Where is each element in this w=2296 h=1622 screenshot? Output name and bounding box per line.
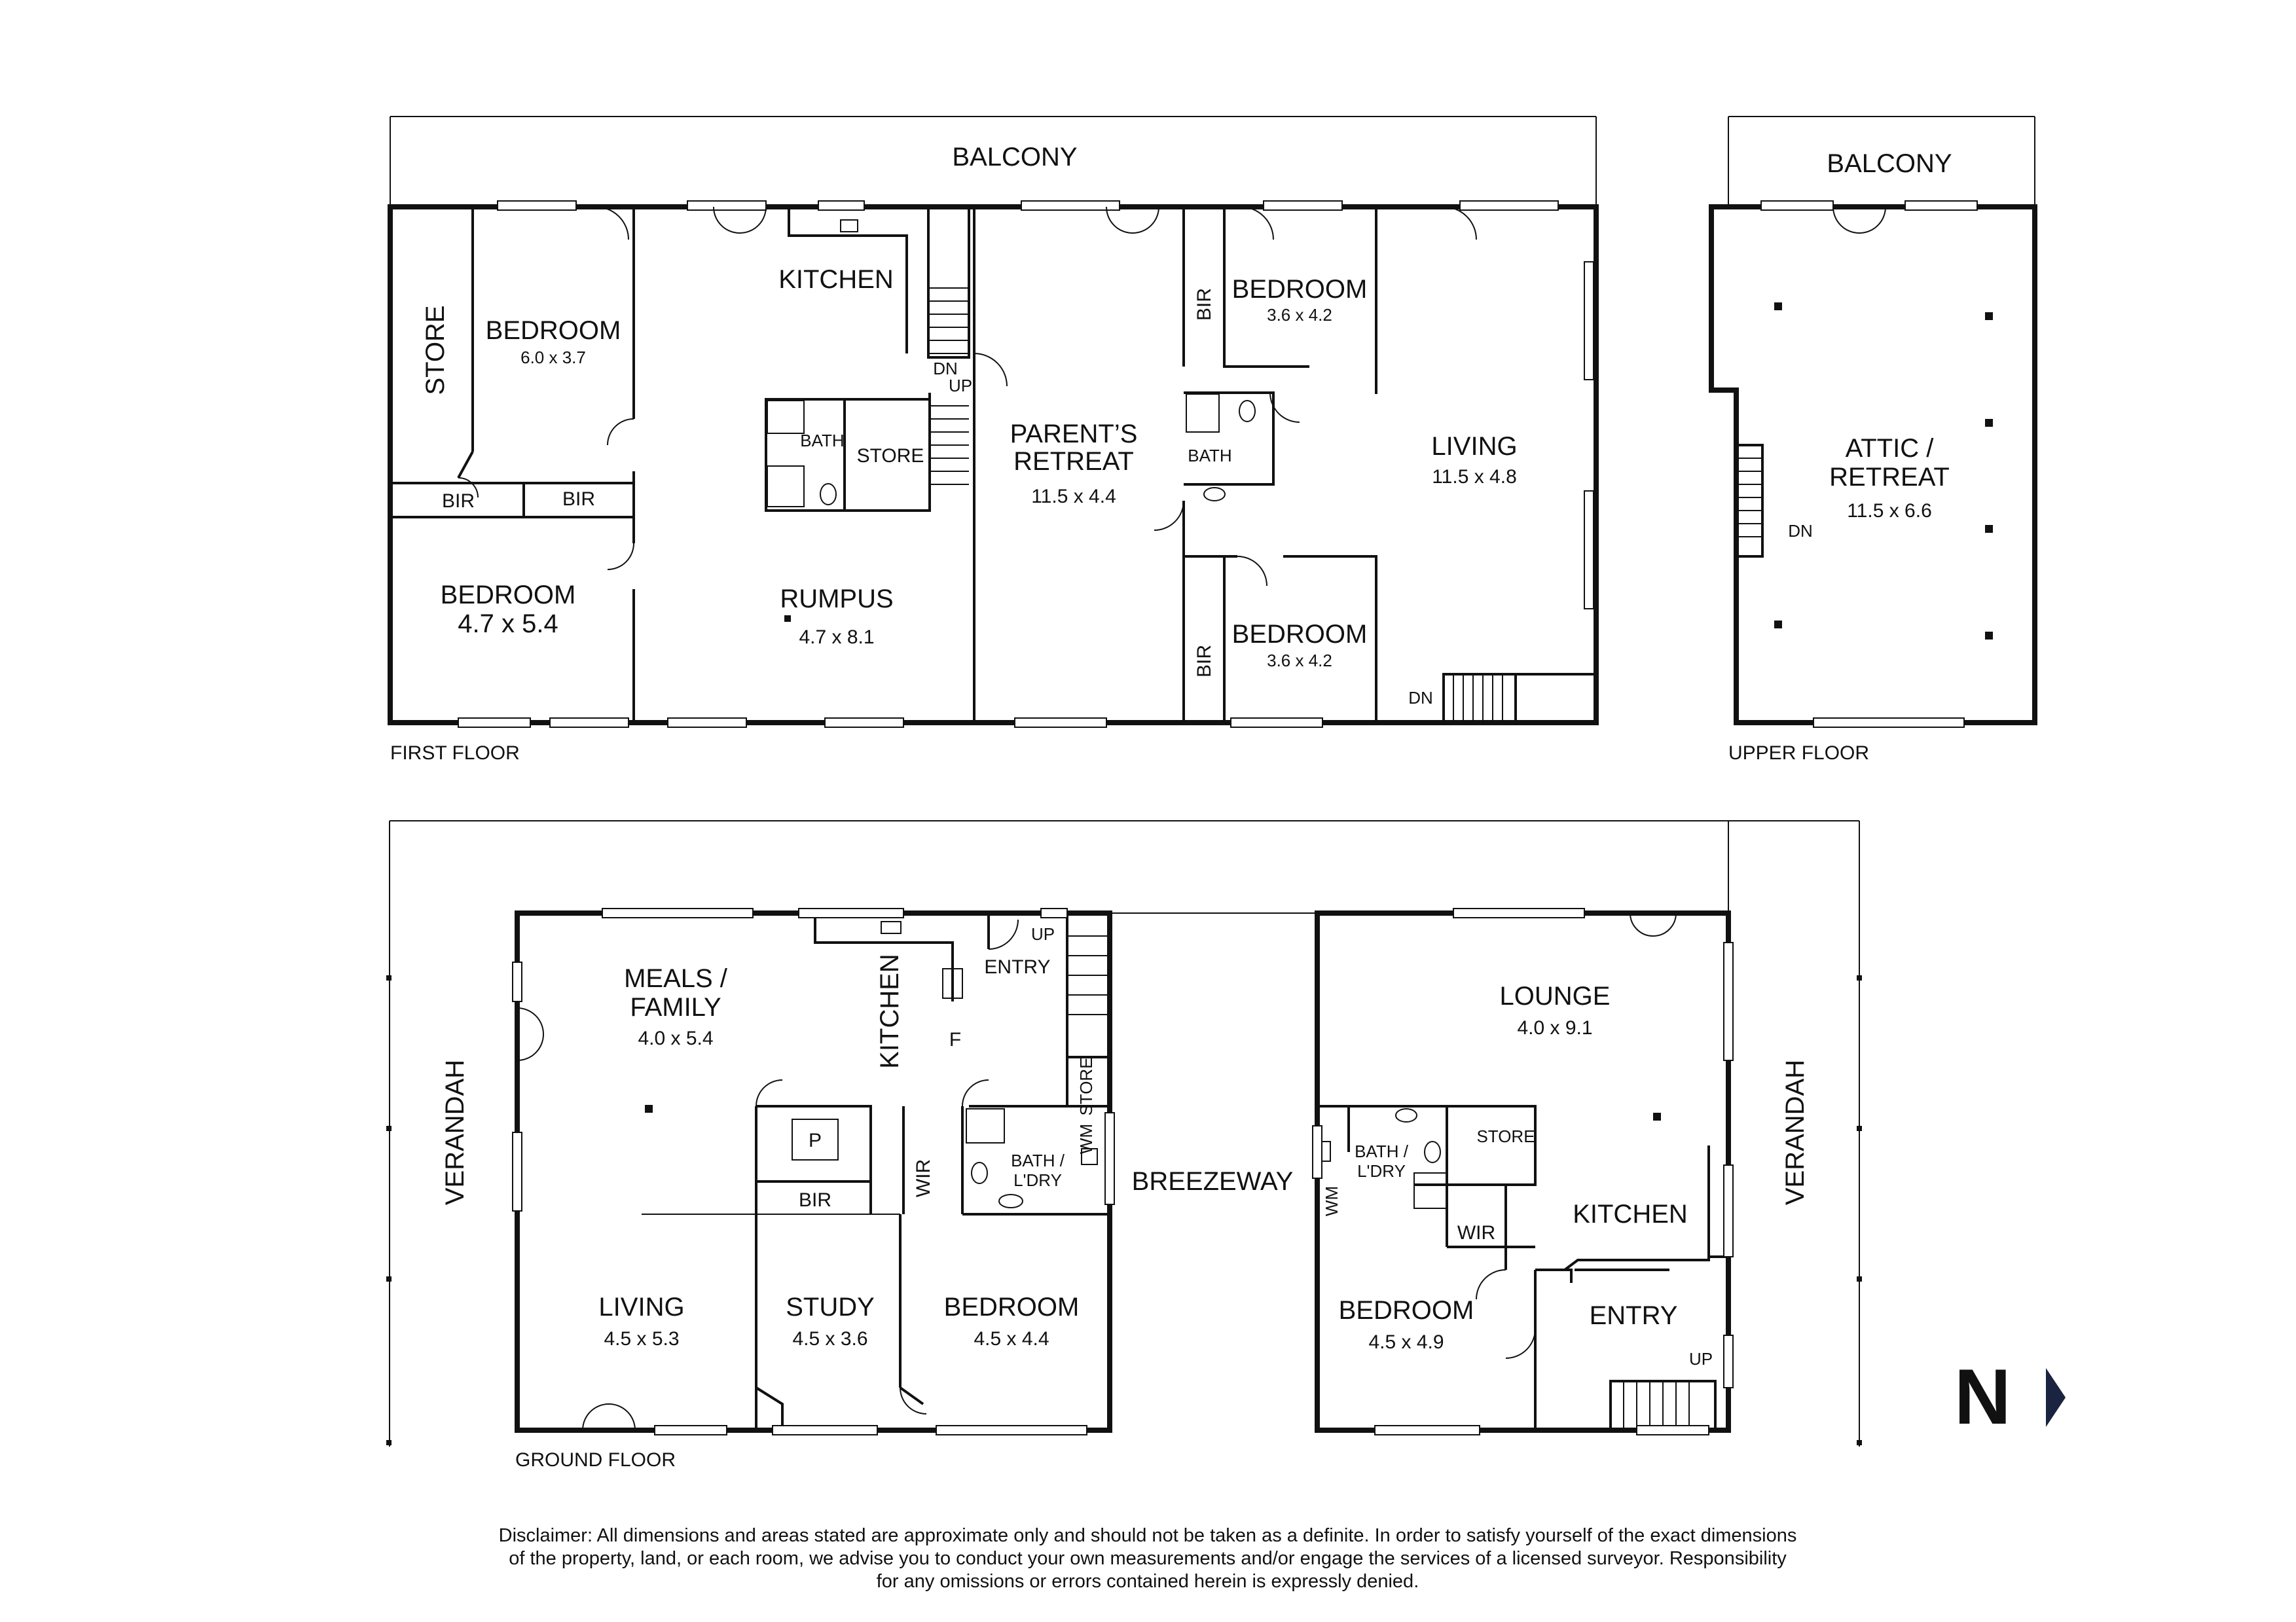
parents-retreat-name-line2: RETREAT <box>1013 447 1134 476</box>
meals-family-name-line2: FAMILY <box>630 993 721 1022</box>
bedroom-a-size: 6.0 x 3.7 <box>520 348 586 367</box>
east-bath-ldry-line1: BATH / <box>1355 1142 1409 1161</box>
upper-floor-plan <box>1709 116 2037 728</box>
first-floor-plan <box>388 116 1599 728</box>
breezeway-label: BREEZEWAY <box>1132 1167 1294 1196</box>
fridge-label: F <box>949 1029 961 1051</box>
attic-size: 11.5 x 6.6 <box>1847 500 1932 522</box>
bedroom-a-name: BEDROOM <box>486 316 621 345</box>
stair-dn-label: DN <box>933 359 958 378</box>
first-floor-label: FIRST FLOOR <box>390 742 520 764</box>
first-floor-store-label: STORE <box>857 445 924 467</box>
ground-stair-up-label: UP <box>1031 924 1055 944</box>
stair-up-label: UP <box>949 376 972 395</box>
east-bedroom-name: BEDROOM <box>1339 1296 1474 1325</box>
lounge-size: 4.0 x 9.1 <box>1517 1017 1592 1039</box>
east-wir-label: WIR <box>1457 1222 1495 1244</box>
meals-family-name-line1: MEALS / <box>624 964 728 993</box>
east-stair-up-label: UP <box>1689 1349 1713 1369</box>
disclaimer-line-3: for any omissions or errors contained he… <box>877 1571 1419 1592</box>
bedroom-b-name: BEDROOM <box>441 581 576 609</box>
stair-dn-b-label: DN <box>1408 688 1433 708</box>
ground-living-size: 4.5 x 5.3 <box>604 1328 679 1350</box>
east-store-label: STORE <box>1476 1126 1535 1146</box>
bedroom-c-size: 3.6 x 4.2 <box>1267 305 1332 325</box>
ground-entry-label: ENTRY <box>984 956 1050 978</box>
ground-kitchen-label: KITCHEN <box>875 954 904 1069</box>
rumpus-name: RUMPUS <box>780 585 893 613</box>
store-label: STORE <box>421 305 450 395</box>
study-name: STUDY <box>786 1293 875 1322</box>
bir-c-label: BIR <box>1194 288 1215 321</box>
ground-bath-ldry-line1: BATH / <box>1011 1151 1065 1170</box>
east-kitchen-label: KITCHEN <box>1573 1200 1688 1229</box>
upper-floor-label: UPPER FLOOR <box>1728 742 1869 764</box>
verandah-left-label: VERANDAH <box>441 1060 469 1205</box>
bedroom-d-name: BEDROOM <box>1232 620 1368 649</box>
ground-floor-plan <box>386 820 1862 1447</box>
first-floor-bath-b-label: BATH <box>1188 446 1231 465</box>
ground-bedroom-name: BEDROOM <box>944 1293 1080 1322</box>
disclaimer-line-1: Disclaimer: All dimensions and areas sta… <box>499 1525 1797 1546</box>
first-floor-balcony-label: BALCONY <box>952 143 1077 171</box>
first-floor-living-name: LIVING <box>1431 432 1517 461</box>
east-entry-label: ENTRY <box>1590 1301 1678 1330</box>
first-floor-living-size: 11.5 x 4.8 <box>1432 466 1517 488</box>
ground-living-name: LIVING <box>598 1293 684 1322</box>
bir-b-label: BIR <box>562 488 595 510</box>
ground-bath-ldry-line2: L'DRY <box>1013 1170 1062 1190</box>
north-arrow-icon <box>2046 1368 2066 1427</box>
parents-retreat-size: 11.5 x 4.4 <box>1031 486 1116 507</box>
ground-wm-label: WM <box>1076 1124 1096 1154</box>
east-bath-ldry-line2: L'DRY <box>1357 1161 1406 1181</box>
upper-stair-dn-label: DN <box>1788 521 1813 541</box>
study-size: 4.5 x 3.6 <box>792 1328 867 1350</box>
ground-bedroom-size: 4.5 x 4.4 <box>974 1328 1049 1350</box>
attic-name-line2: RETREAT <box>1829 463 1950 492</box>
bedroom-d-size: 3.6 x 4.2 <box>1267 651 1332 670</box>
north-label: N <box>1954 1353 2011 1441</box>
first-floor-bath-label: BATH <box>800 431 844 450</box>
ground-wir-label: WIR <box>913 1159 934 1197</box>
meals-family-size: 4.0 x 5.4 <box>638 1028 713 1049</box>
pantry-label: P <box>809 1130 822 1151</box>
east-bedroom-size: 4.5 x 4.9 <box>1368 1331 1444 1353</box>
bir-d-label: BIR <box>1194 645 1215 677</box>
bedroom-c-name: BEDROOM <box>1232 275 1368 304</box>
attic-name-line1: ATTIC / <box>1846 434 1935 463</box>
ground-bir-label: BIR <box>799 1189 831 1211</box>
east-wm-label: WM <box>1322 1186 1341 1216</box>
lounge-name: LOUNGE <box>1500 982 1611 1011</box>
upper-floor-balcony-label: BALCONY <box>1827 149 1952 178</box>
parents-retreat-name-line1: PARENT’S <box>1010 420 1138 448</box>
first-floor-kitchen-label: KITCHEN <box>778 265 894 294</box>
bir-a-label: BIR <box>442 490 475 512</box>
rumpus-size: 4.7 x 8.1 <box>799 626 874 648</box>
verandah-right-label: VERANDAH <box>1781 1060 1810 1205</box>
disclaimer-line-2: of the property, land, or each room, we … <box>509 1548 1787 1569</box>
ground-floor-label: GROUND FLOOR <box>515 1449 676 1471</box>
ground-store-label: STORE <box>1076 1057 1096 1115</box>
bedroom-b-size: 4.7 x 5.4 <box>458 609 558 638</box>
